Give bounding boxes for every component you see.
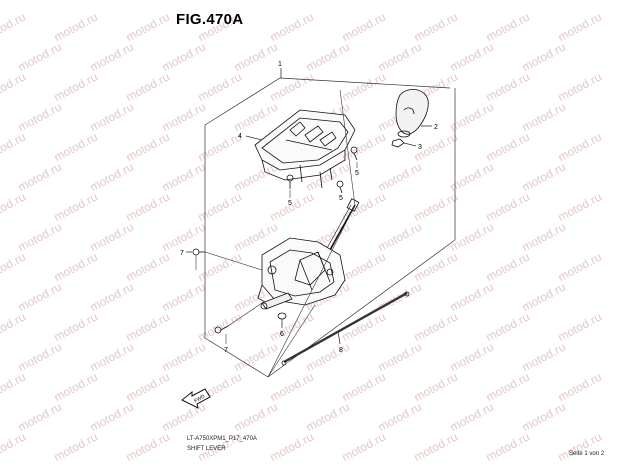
- lock-nut: [391, 138, 405, 148]
- front-arrow-label: FWD: [193, 393, 206, 404]
- part-number-8: 8: [339, 347, 343, 354]
- linkage-pin: [260, 292, 293, 310]
- front-direction-arrow-icon: [181, 388, 211, 409]
- figure-title: FIG.470A: [176, 11, 244, 28]
- shift-lever-bracket: [257, 237, 346, 306]
- cable-rod-8: [281, 291, 410, 366]
- part-number-2: 2: [434, 124, 438, 131]
- leader-3: [403, 142, 417, 147]
- part-number-7-upper: 7: [180, 250, 184, 257]
- screw-5-b: [350, 146, 358, 168]
- part-number-7-lower: 7: [224, 347, 228, 354]
- assembly-outline: [204, 77, 456, 378]
- part-number-3: 3: [418, 144, 422, 151]
- assembly-guide-lines: [204, 89, 356, 378]
- screw-5-c: [336, 180, 344, 194]
- bolt-7-lower: [214, 325, 229, 344]
- part-number-5-c: 5: [339, 195, 343, 202]
- leader-4: [245, 135, 263, 141]
- bolt-7-upper: [192, 248, 205, 270]
- part-number-5-b: 5: [355, 170, 359, 177]
- part-number-6: 6: [280, 331, 284, 338]
- page-indicator: Seite 1 von 2: [569, 451, 605, 457]
- figure-code: LT-A750XPM1_P17_470A: [187, 436, 257, 442]
- shift-gate-cover: [254, 109, 356, 189]
- shift-knob: [395, 89, 429, 138]
- part-number-4: 4: [238, 133, 242, 140]
- screw-5-a: [286, 174, 294, 198]
- figure-name: SHIFT LEVER: [187, 446, 226, 452]
- leader-8: [337, 330, 341, 345]
- part-number-5-a: 5: [288, 200, 292, 207]
- washer-6: [277, 312, 287, 320]
- part-number-1: 1: [278, 61, 282, 68]
